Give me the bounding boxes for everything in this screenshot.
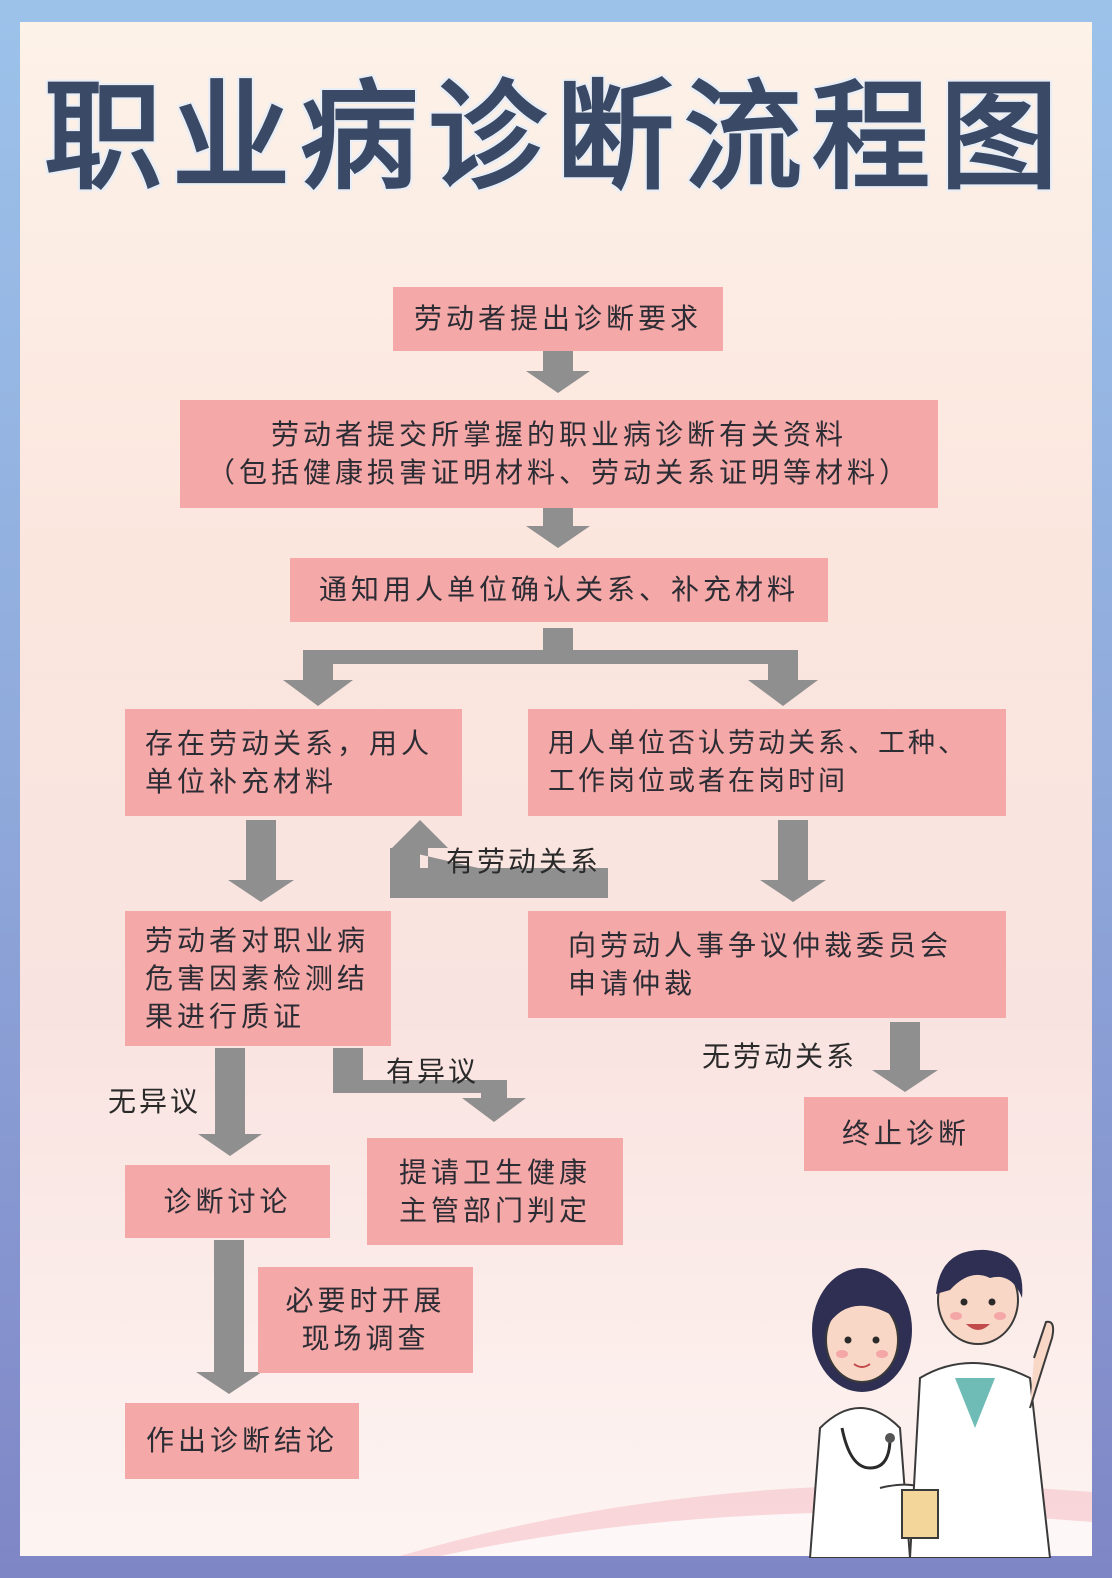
node-step1: 劳动者提出诊断要求 bbox=[393, 287, 723, 351]
arrow-feedback-bar bbox=[390, 848, 608, 898]
node-step3-text: 通知用人单位确认关系、补充材料 bbox=[318, 573, 799, 606]
node-submit-line2: 主管部门判定 bbox=[398, 1193, 591, 1227]
node-right1-line2: 工作岗位或者在岗时间 bbox=[548, 765, 848, 797]
node-conclusion: 作出诊断结论 bbox=[125, 1403, 359, 1479]
node-step2-line1: 劳动者提交所掌握的职业病诊断有关资料 bbox=[270, 418, 847, 451]
node-terminate-text: 终止诊断 bbox=[841, 1117, 970, 1150]
node-left1-line1: 存在劳动关系，用人 bbox=[145, 726, 434, 760]
node-step2: 劳动者提交所掌握的职业病诊断有关资料 （包括健康损害证明材料、劳动关系证明等材料… bbox=[180, 400, 938, 508]
arrow-right2-terminate bbox=[872, 1022, 938, 1092]
page-title: 职业病诊断流程图 bbox=[43, 68, 1068, 206]
node-submit-line1: 提请卫生健康 bbox=[398, 1155, 591, 1189]
node-left2-line2: 危害因素检测结 bbox=[145, 961, 370, 995]
edge-label-no-relation: 无劳动关系 bbox=[702, 1040, 858, 1073]
arrow-right1-right2 bbox=[760, 820, 826, 902]
edge-label-no-objection: 无异议 bbox=[108, 1085, 202, 1118]
arrow-left2-discuss bbox=[198, 1048, 262, 1156]
male-doctor-figure bbox=[901, 1249, 1055, 1558]
arrow-step2-step3 bbox=[526, 508, 590, 548]
node-discuss: 诊断讨论 bbox=[125, 1165, 330, 1238]
node-right2-line1: 向劳动人事争议仲裁委员会 bbox=[568, 928, 953, 962]
node-survey-line1: 必要时开展 bbox=[285, 1284, 446, 1317]
node-step2-line2: （包括健康损害证明材料、劳动关系证明等材料） bbox=[206, 456, 911, 489]
arrow-split bbox=[283, 628, 818, 706]
doctors-illustration bbox=[808, 1249, 1055, 1558]
node-left1: 存在劳动关系，用人 单位补充材料 bbox=[125, 709, 462, 816]
node-right2: 向劳动人事争议仲裁委员会 申请仲裁 bbox=[528, 911, 1006, 1018]
node-right1: 用人单位否认劳动关系、工种、 工作岗位或者在岗时间 bbox=[528, 709, 1006, 816]
arrow-left2-submit bbox=[333, 1048, 526, 1122]
arrow-left1-left2 bbox=[228, 820, 294, 902]
node-left1-line2: 单位补充材料 bbox=[145, 764, 338, 798]
node-terminate: 终止诊断 bbox=[804, 1097, 1008, 1171]
node-left2: 劳动者对职业病 危害因素检测结 果进行质证 bbox=[125, 911, 391, 1046]
node-right1-line1: 用人单位否认劳动关系、工种、 bbox=[548, 727, 968, 759]
node-survey: 必要时开展 现场调查 bbox=[258, 1267, 473, 1373]
node-left2-line1: 劳动者对职业病 bbox=[145, 923, 370, 957]
node-right2-line2: 申请仲裁 bbox=[568, 966, 697, 1000]
node-step3: 通知用人单位确认关系、补充材料 bbox=[290, 558, 828, 622]
node-step1-text: 劳动者提出诊断要求 bbox=[413, 302, 702, 335]
node-discuss-text: 诊断讨论 bbox=[163, 1184, 292, 1218]
edge-label-has-relation: 有劳动关系 bbox=[446, 845, 602, 878]
node-left2-line3: 果进行质证 bbox=[145, 999, 306, 1033]
node-survey-line2: 现场调查 bbox=[301, 1322, 430, 1355]
arrow-discuss-conclusion bbox=[196, 1240, 262, 1394]
arrow-step1-step2 bbox=[526, 351, 590, 393]
node-conclusion-text: 作出诊断结论 bbox=[145, 1424, 338, 1457]
node-submit: 提请卫生健康 主管部门判定 bbox=[367, 1138, 623, 1245]
edge-label-objection: 有异议 bbox=[386, 1055, 480, 1088]
